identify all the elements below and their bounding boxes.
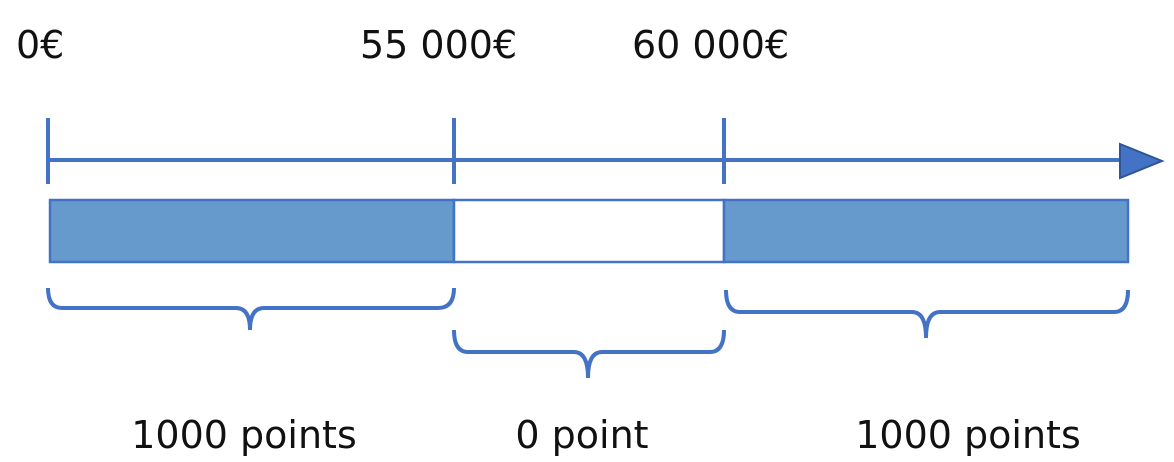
axis-label-0: 0€ [16,23,64,67]
brace-segment-3 [724,289,1130,339]
segment-bar-1 [48,198,456,264]
segment-bar-3 [722,198,1130,264]
axis-label-55000: 55 000€ [360,23,517,67]
segment-label-1: 1000 points [131,413,357,457]
segment-bar-2 [452,198,726,264]
segment-label-3: 1000 points [855,413,1081,457]
axis-label-60000: 60 000€ [632,23,789,67]
segment-label-2: 0 point [515,413,648,457]
brace-segment-1 [46,287,456,331]
axis-arrow-icon [1119,142,1165,180]
brace-segment-2 [452,329,726,379]
